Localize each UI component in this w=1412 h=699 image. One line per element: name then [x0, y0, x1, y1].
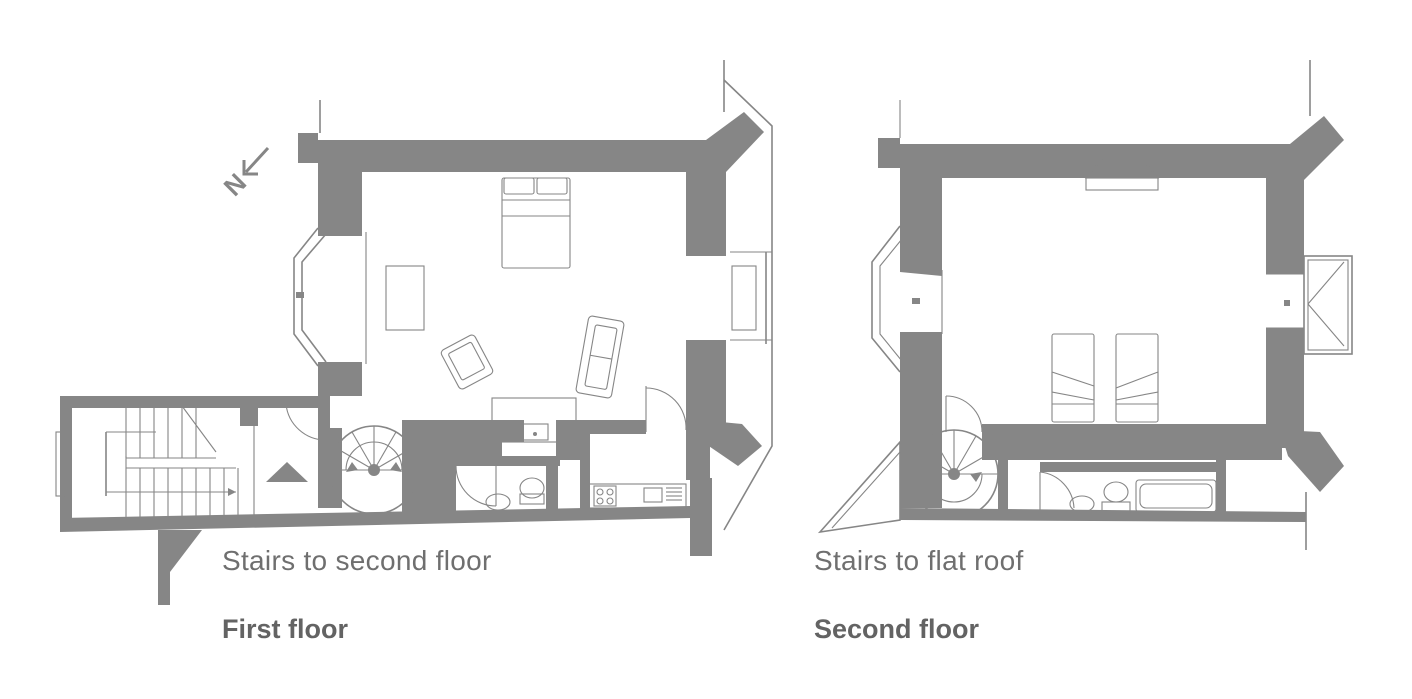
second-floor-right-window: [1266, 60, 1353, 550]
first-floor-spiral-stair: [329, 425, 419, 515]
second-floor-title: Second floor: [814, 614, 980, 644]
second-floor-left-bay: [817, 100, 943, 534]
second-floor-stairs-caption: Stairs to flat roof: [814, 545, 1024, 576]
first-floor-right-bay: [319, 60, 773, 531]
first-floor-bay-window: [293, 227, 367, 367]
first-floor-plan: N: [55, 60, 773, 605]
second-floor-bathroom: [1039, 471, 1217, 513]
second-floor-twin-beds: [1051, 333, 1159, 423]
first-floor-walls: [60, 112, 764, 605]
first-floor-title: First floor: [222, 614, 348, 644]
first-floor-furniture: [266, 177, 711, 511]
north-arrow-icon: N: [218, 146, 270, 202]
second-floor-plan: [817, 60, 1353, 550]
second-floor-walls: [878, 116, 1344, 522]
first-floor-stairs-caption: Stairs to second floor: [222, 545, 492, 576]
first-floor-straight-stair: [55, 405, 255, 518]
second-floor-spiral-stair: [909, 395, 999, 519]
